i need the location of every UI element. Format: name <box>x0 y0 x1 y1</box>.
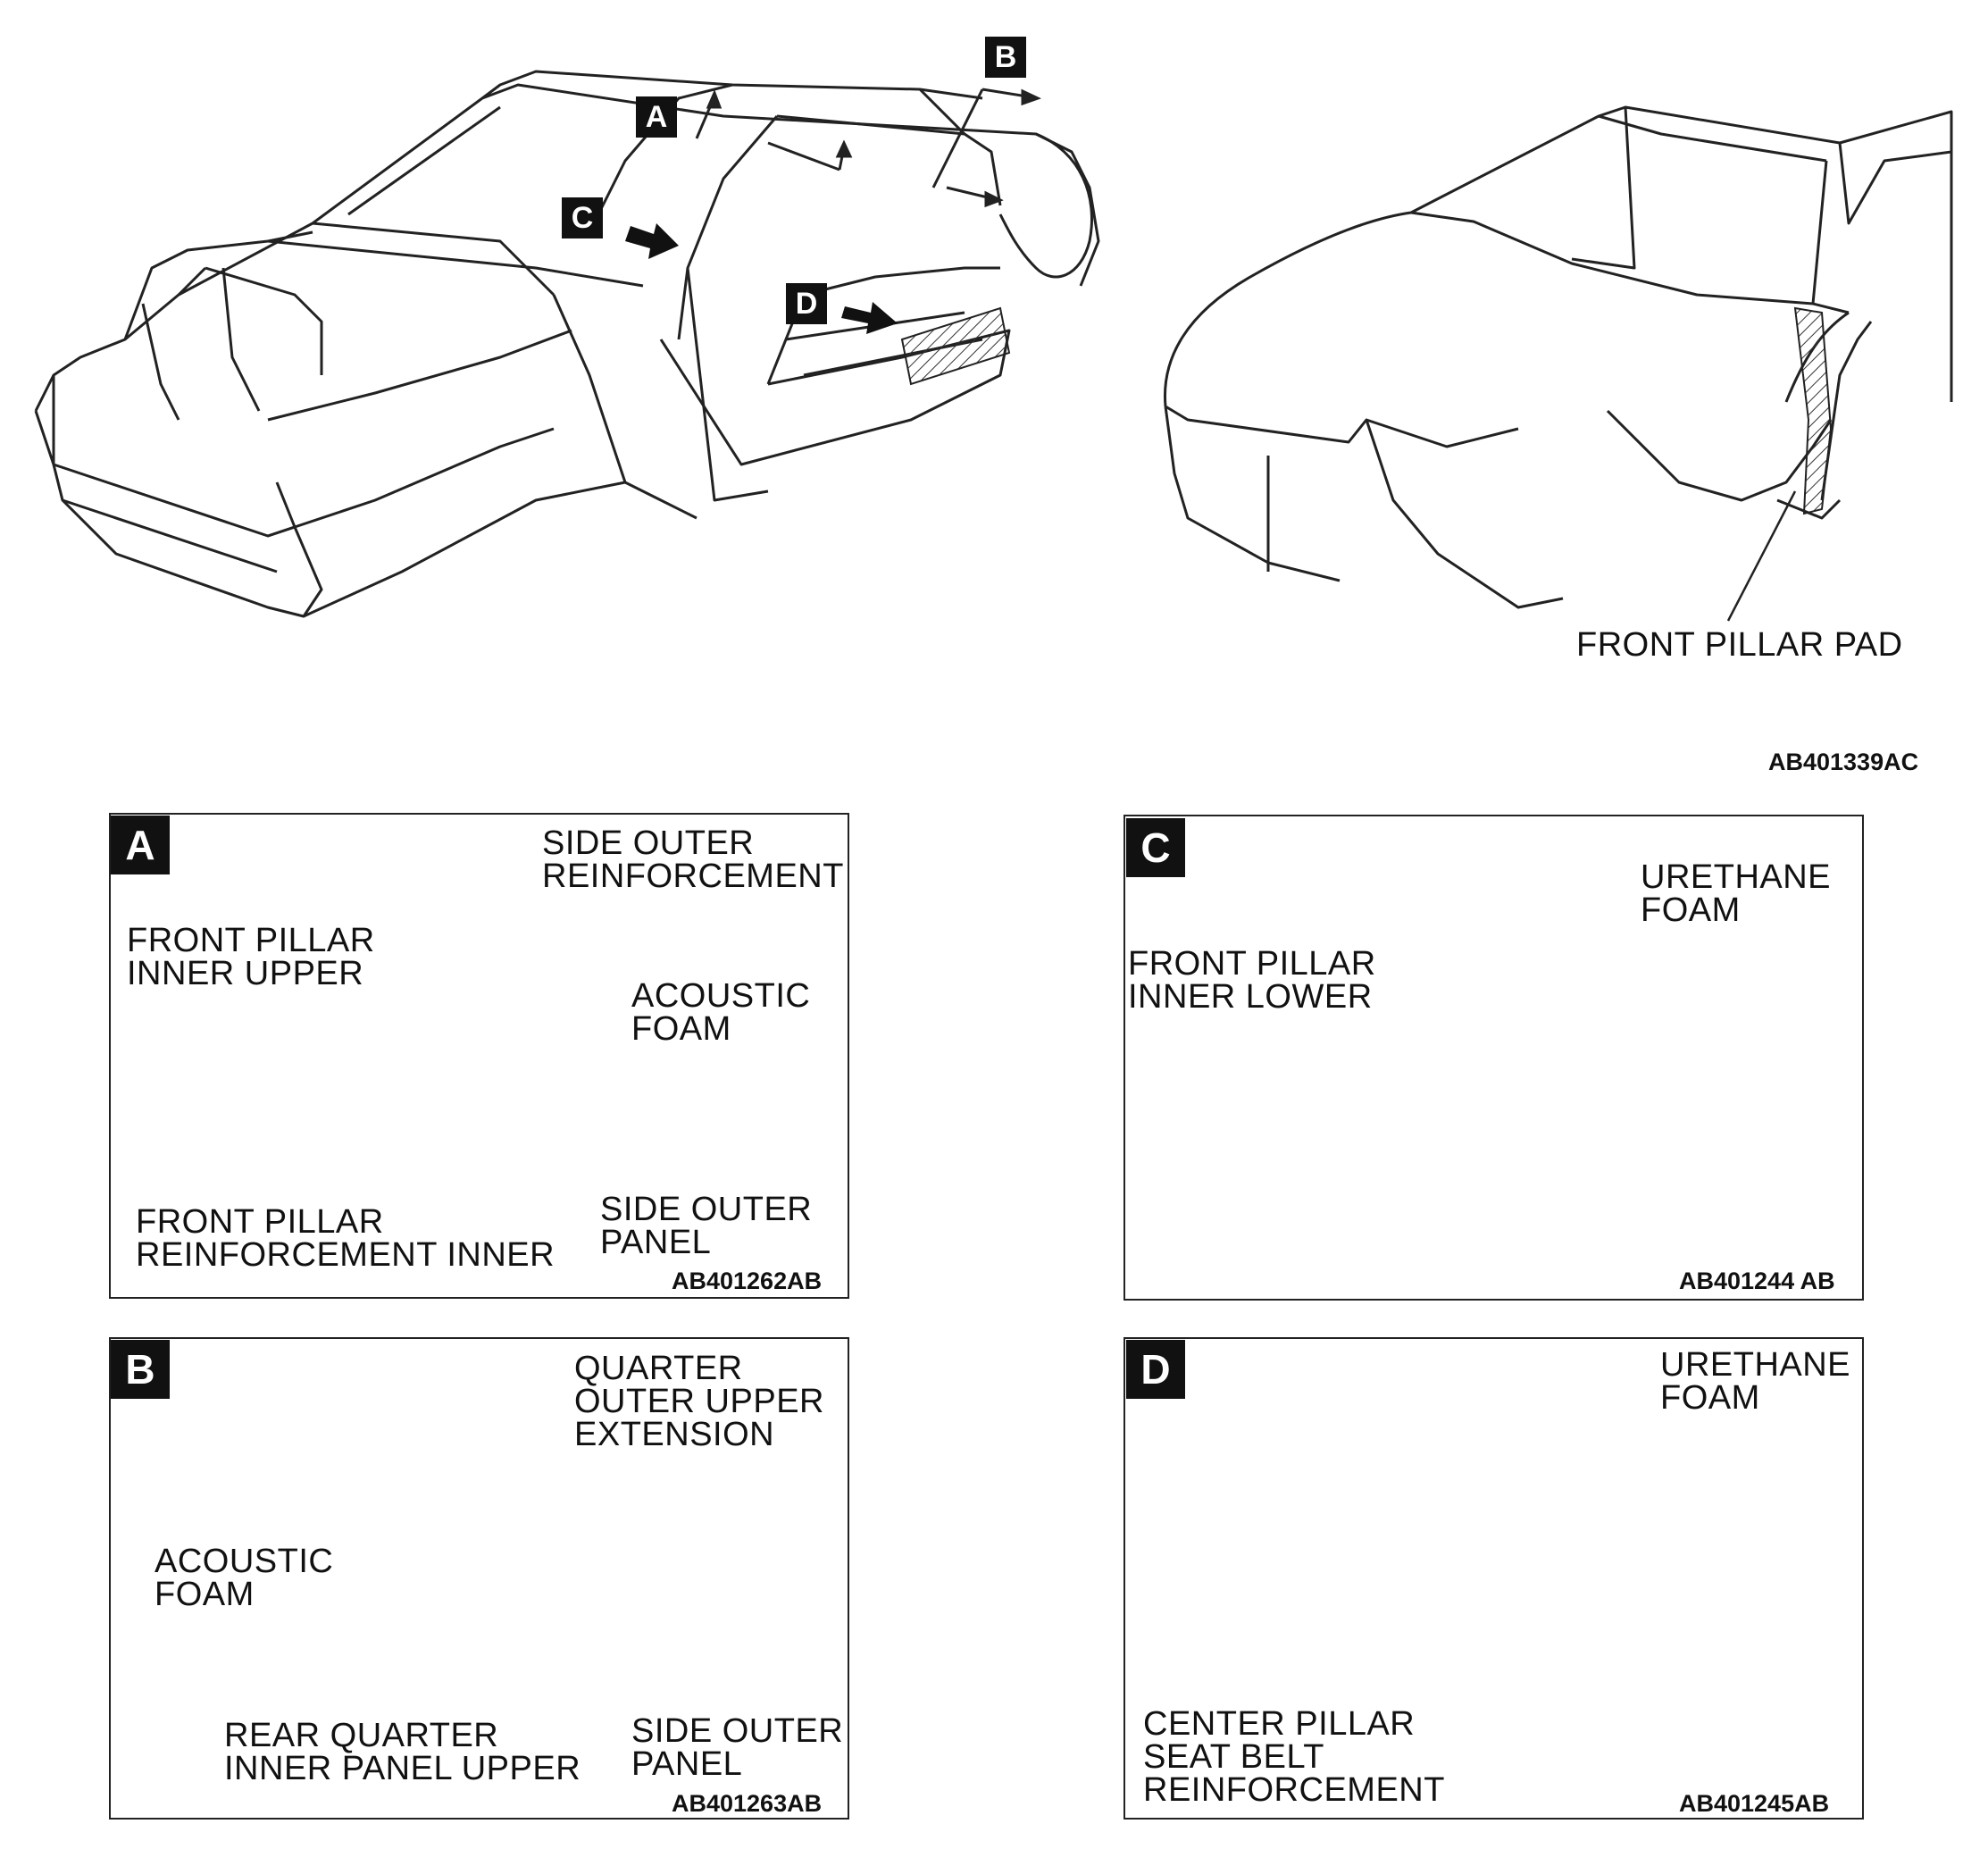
label-acoustic-foam-b: ACOUSTIC FOAM <box>155 1543 334 1613</box>
front-pillar-pad-label: FRONT PILLAR PAD <box>1576 626 1903 664</box>
callout-c-badge[interactable]: C <box>562 197 603 238</box>
panel-c-code: AB401244 AB <box>1679 1268 1835 1294</box>
front-pillar-pad-leader <box>1726 490 1797 622</box>
detail-panel-d <box>1123 1337 1864 1820</box>
callout-a-badge[interactable]: A <box>636 96 677 138</box>
callout-d-badge[interactable]: D <box>786 283 827 324</box>
label-center-pillar-seat-belt-reinforcement: CENTER PILLAR SEAT BELT REINFORCEMENT <box>1143 1705 1445 1809</box>
label-side-outer-reinforcement: SIDE OUTER REINFORCEMENT <box>542 824 844 895</box>
label-front-pillar-inner-upper: FRONT PILLAR INNER UPPER <box>127 922 375 992</box>
detail-panel-a <box>109 813 849 1299</box>
panel-d-badge: D <box>1126 1340 1185 1399</box>
label-side-outer-panel-b: SIDE OUTER PANEL <box>631 1712 844 1783</box>
label-quarter-outer-upper-extension: QUARTER OUTER UPPER EXTENSION <box>574 1350 824 1453</box>
arrow-c <box>625 223 679 259</box>
label-urethane-foam-d: URETHANE FOAM <box>1660 1346 1851 1417</box>
car-with-hood-drawing <box>1163 105 1953 609</box>
arrow-d <box>841 302 898 334</box>
callout-b-badge[interactable]: B <box>985 37 1026 78</box>
callout-arrows <box>695 88 1041 208</box>
label-rear-quarter-inner-panel-upper: REAR QUARTER INNER PANEL UPPER <box>224 1717 581 1787</box>
label-acoustic-foam-a: ACOUSTIC FOAM <box>631 977 811 1048</box>
panel-c-badge: C <box>1126 818 1185 877</box>
panel-d-code: AB401245AB <box>1679 1790 1830 1817</box>
panel-b-badge: B <box>111 1340 170 1399</box>
sill-foam-hatch <box>900 306 1011 386</box>
panel-a-code: AB401262AB <box>672 1268 823 1294</box>
detail-panel-b <box>109 1337 849 1820</box>
panel-a-badge: A <box>111 816 170 874</box>
label-urethane-foam-c: URETHANE FOAM <box>1641 858 1832 929</box>
label-front-pillar-inner-lower: FRONT PILLAR INNER LOWER <box>1128 945 1376 1016</box>
overview-figure-code: AB401339AC <box>1768 749 1919 775</box>
detail-panel-c <box>1123 815 1864 1301</box>
label-front-pillar-reinforcement-inner: FRONT PILLAR REINFORCEMENT INNER <box>136 1203 555 1274</box>
panel-b-code: AB401263AB <box>672 1790 823 1817</box>
front-pillar-pad-hatch <box>1793 306 1833 515</box>
label-side-outer-panel-a: SIDE OUTER PANEL <box>600 1191 813 1261</box>
